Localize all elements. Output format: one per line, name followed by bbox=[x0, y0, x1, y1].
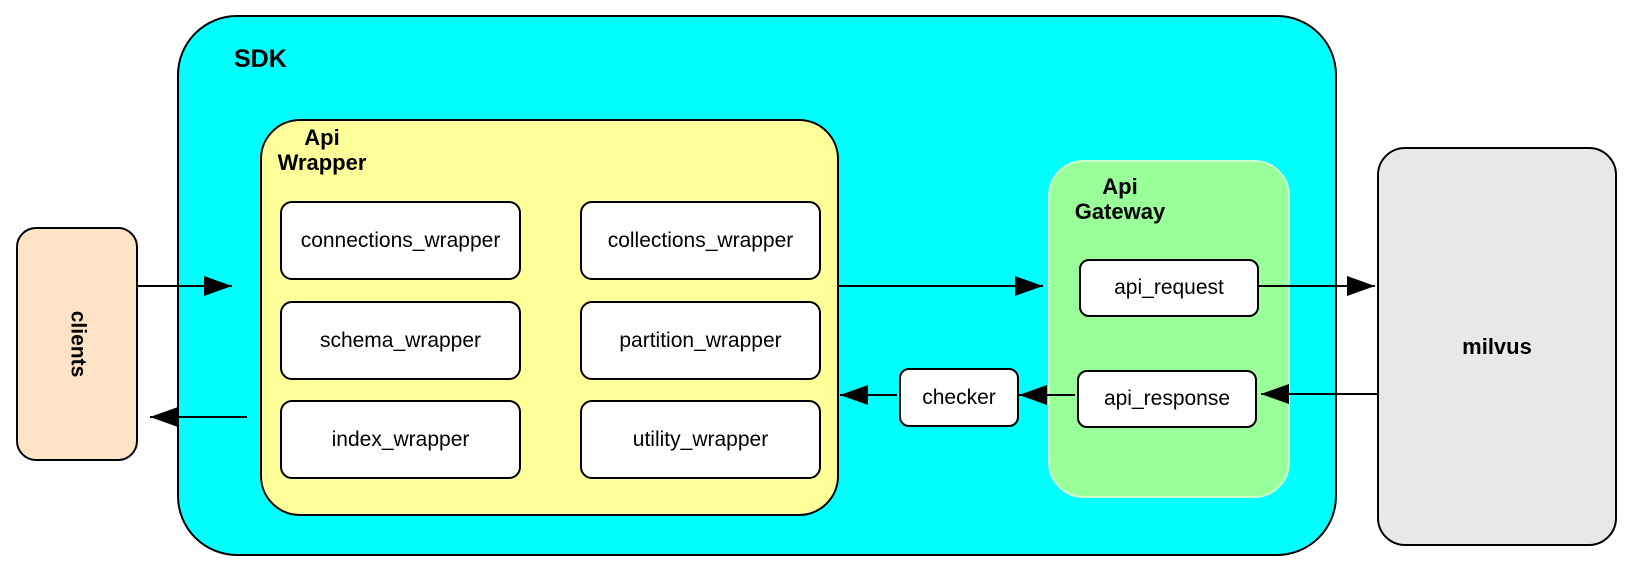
api-response-label: api_response bbox=[1103, 387, 1231, 410]
api-gateway-label-line2: Gateway bbox=[1074, 199, 1166, 225]
partition-wrapper-label: partition_wrapper bbox=[619, 328, 782, 352]
node-milvus: milvus bbox=[1377, 147, 1617, 546]
api-gateway-label-line1: Api bbox=[1102, 174, 1138, 199]
api-request-label: api_request bbox=[1114, 276, 1224, 299]
utility-wrapper-label: utility_wrapper bbox=[632, 427, 769, 451]
node-checker: checker bbox=[899, 368, 1019, 427]
index-wrapper-label: index_wrapper bbox=[331, 427, 470, 451]
node-connections-wrapper: connections_wrapper bbox=[280, 201, 521, 280]
node-api-gateway: Api Gateway api_request api_response bbox=[1048, 160, 1290, 498]
milvus-label: milvus bbox=[1462, 333, 1532, 359]
node-utility-wrapper: utility_wrapper bbox=[580, 400, 821, 479]
node-api-wrapper: Api Wrapper connections_wrapper collecti… bbox=[260, 119, 839, 516]
checker-label: checker bbox=[922, 385, 996, 409]
node-index-wrapper: index_wrapper bbox=[280, 400, 521, 479]
node-api-request: api_request bbox=[1079, 259, 1259, 317]
node-api-response: api_response bbox=[1077, 370, 1257, 428]
node-partition-wrapper: partition_wrapper bbox=[580, 301, 821, 380]
api-gateway-label: Api Gateway bbox=[1070, 174, 1170, 225]
clients-label: clients bbox=[66, 310, 89, 378]
collections-wrapper-label: collections_wrapper bbox=[607, 228, 794, 252]
node-clients: clients bbox=[16, 227, 138, 461]
api-wrapper-label-line2: Wrapper bbox=[277, 150, 367, 176]
node-collections-wrapper: collections_wrapper bbox=[580, 201, 821, 280]
schema-wrapper-label: schema_wrapper bbox=[319, 328, 482, 352]
api-wrapper-label-line1: Api bbox=[304, 125, 340, 150]
node-schema-wrapper: schema_wrapper bbox=[280, 301, 521, 380]
node-sdk: SDK Api Wrapper connections_wrapper coll… bbox=[177, 15, 1337, 556]
api-wrapper-label: Api Wrapper bbox=[270, 125, 374, 176]
sdk-label: SDK bbox=[234, 45, 287, 73]
connections-wrapper-label: connections_wrapper bbox=[300, 228, 501, 252]
